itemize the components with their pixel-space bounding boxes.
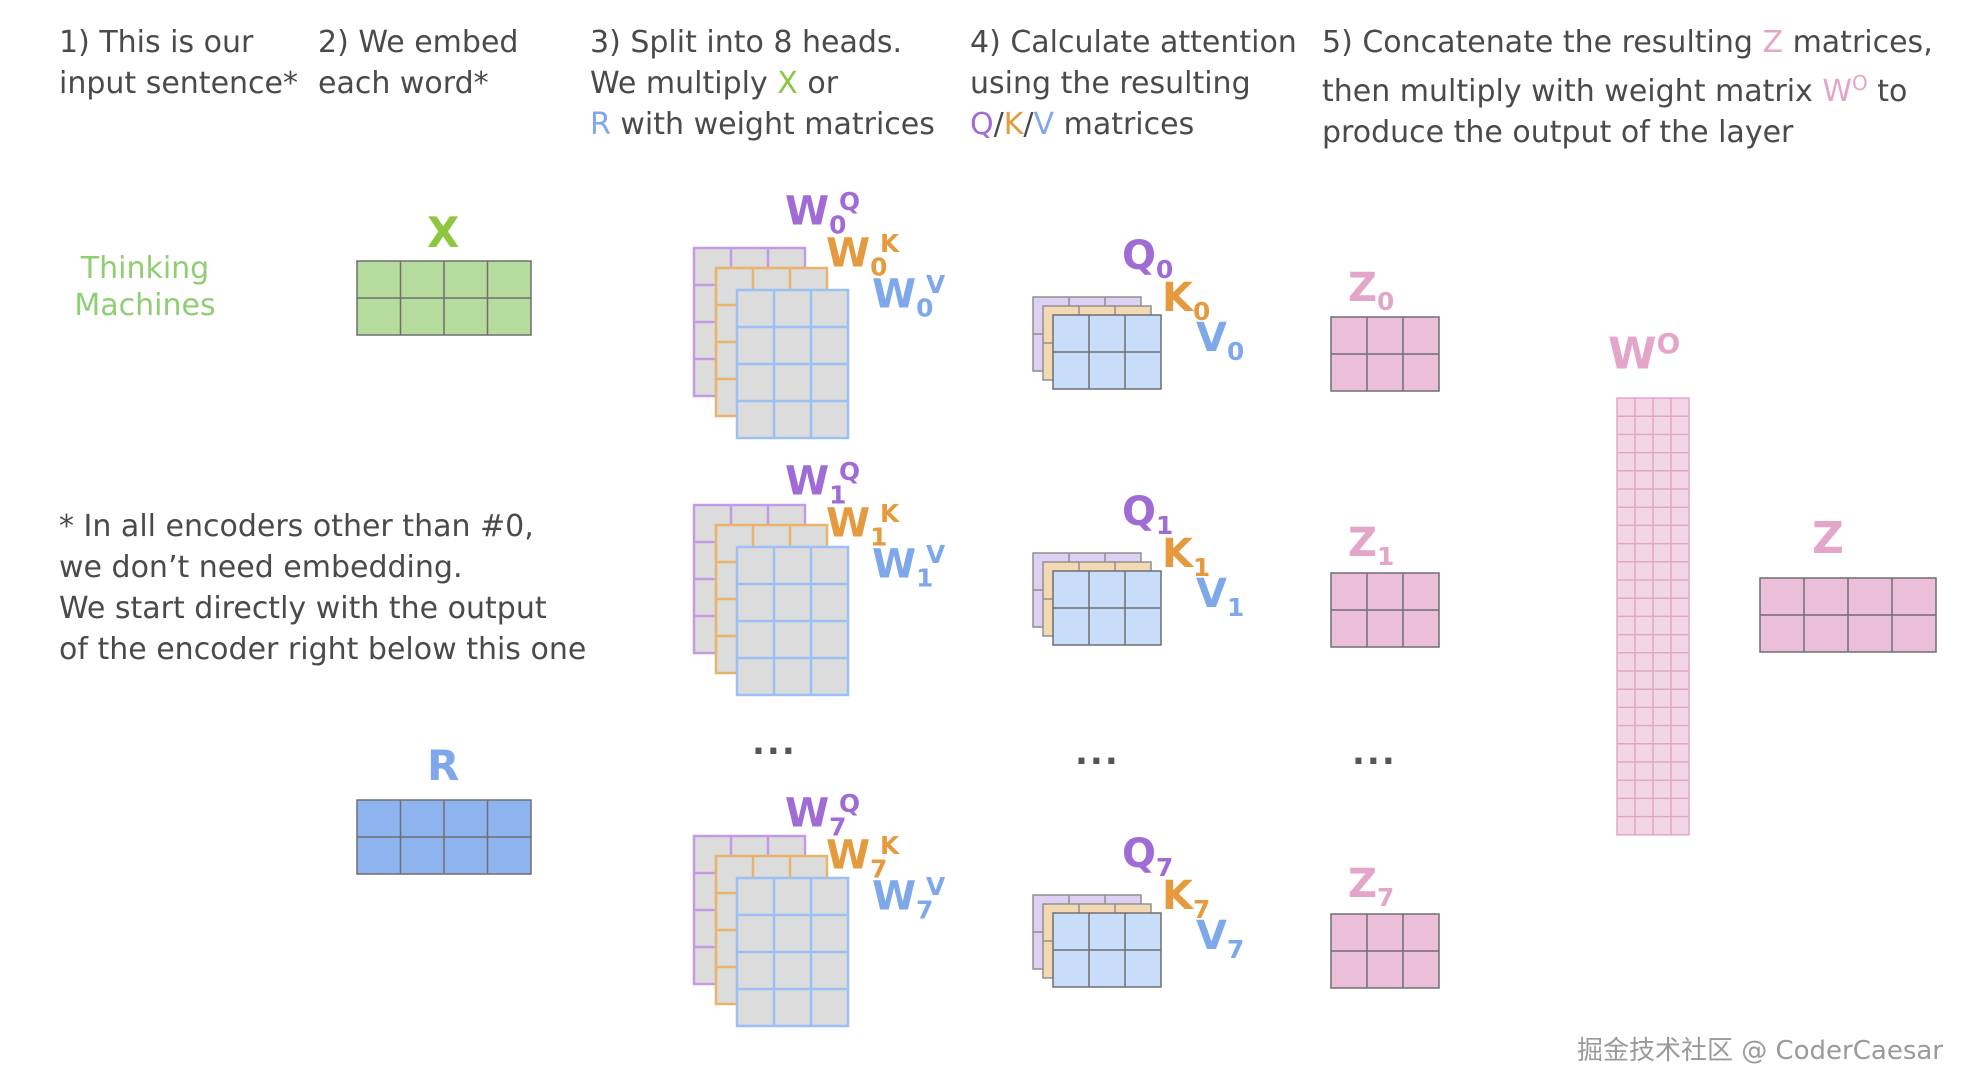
q-label-head-2: Q7	[1122, 831, 1174, 882]
footnote-line-3: We start directly with the output	[59, 591, 547, 626]
step-1-caption: 1) This is our input sentence*	[59, 22, 298, 104]
wv-label-head-0: W0V	[872, 270, 946, 323]
step-1-line-2: input sentence*	[59, 66, 298, 101]
step-4-line-1: 4) Calculate attention	[970, 25, 1297, 60]
wk-label-head-0: W0K	[826, 229, 900, 282]
footnote: * In all encoders other than #0, we don’…	[59, 506, 586, 670]
footnote-line-4: of the encoder right below this one	[59, 632, 587, 667]
step-3-line-2: We multiply X or	[590, 66, 839, 101]
z-matrix-head-2	[1330, 913, 1440, 989]
wo-label: WO	[1608, 327, 1681, 380]
v-matrix-head-0	[1052, 314, 1162, 390]
wk-label-head-2: W7K	[826, 831, 900, 884]
v-matrix-head-1	[1052, 570, 1162, 646]
ellipsis-z: ...	[1352, 733, 1397, 773]
step-2-caption: 2) We embed each word*	[318, 22, 518, 104]
sentence-word-1: Thinking	[80, 251, 210, 286]
v-label-head-1: V1	[1196, 571, 1245, 622]
step-3-caption: 3) Split into 8 heads. We multiply X or …	[590, 22, 935, 145]
wv-matrix-head-0	[735, 288, 850, 440]
step-2-line-2: each word*	[318, 66, 489, 101]
v-label-head-2: V7	[1196, 913, 1245, 964]
wk-label-head-1: W1K	[826, 499, 900, 552]
z-label-head-0: Z0	[1348, 265, 1395, 316]
v-label-head-0: V0	[1196, 315, 1245, 366]
z-output-label: Z	[1812, 513, 1844, 564]
k-label-head-2: K7	[1162, 873, 1211, 924]
step-3-x-ref: X	[777, 66, 798, 101]
wv-label-head-1: W1V	[872, 540, 946, 593]
step-2-line-1: 2) We embed	[318, 25, 519, 60]
step-4-caption: 4) Calculate attention using the resulti…	[970, 22, 1297, 145]
step-3-r-ref: R	[590, 107, 611, 142]
step-3-line-1: 3) Split into 8 heads.	[590, 25, 903, 60]
q-label-head-0: Q0	[1122, 233, 1174, 284]
r-embedding-matrix	[356, 799, 532, 875]
z-label-head-2: Z7	[1348, 861, 1395, 912]
footnote-line-1: * In all encoders other than #0,	[59, 509, 534, 544]
ellipsis-qkv: ...	[1075, 733, 1120, 773]
input-sentence: Thinking Machines	[60, 250, 230, 324]
step-5-line-3: produce the output of the layer	[1322, 115, 1794, 150]
step-5-line-1: 5) Concatenate the resulting Z matrices,	[1322, 25, 1933, 60]
watermark: 掘金技术社区 @ CoderCaesar	[1576, 1036, 1943, 1066]
k-label-head-0: K0	[1162, 275, 1211, 326]
z-output-matrix	[1759, 577, 1937, 653]
wv-matrix-head-1	[735, 545, 850, 697]
z-matrix-head-0	[1330, 316, 1440, 392]
wv-matrix-head-2	[735, 876, 850, 1028]
wv-label-head-2: W7V	[872, 872, 946, 925]
step-1-line-1: 1) This is our	[59, 25, 254, 60]
x-label: X	[427, 208, 460, 257]
footnote-line-2: we don’t need embedding.	[59, 550, 463, 585]
x-embedding-matrix	[356, 260, 532, 336]
step-5-line-2: then multiply with weight matrix WO to	[1322, 71, 1908, 109]
z-label-head-1: Z1	[1348, 520, 1395, 571]
step-5-caption: 5) Concatenate the resulting Z matrices,…	[1322, 22, 1933, 153]
z-matrix-head-1	[1330, 572, 1440, 648]
step-4-line-3: Q/K/V matrices	[970, 107, 1195, 142]
q-label-head-1: Q1	[1122, 489, 1174, 540]
wq-label-head-0: W0Q	[785, 187, 861, 240]
step-3-line-3: R with weight matrices	[590, 107, 935, 142]
wo-matrix	[1616, 397, 1690, 836]
wq-label-head-1: W1Q	[785, 457, 861, 510]
ellipsis-heads: ...	[752, 723, 797, 763]
wq-label-head-2: W7Q	[785, 789, 861, 842]
sentence-word-2: Machines	[74, 288, 216, 323]
step-4-line-2: using the resulting	[970, 66, 1251, 101]
v-matrix-head-2	[1052, 912, 1162, 988]
k-label-head-1: K1	[1162, 531, 1211, 582]
r-label: R	[427, 741, 460, 790]
